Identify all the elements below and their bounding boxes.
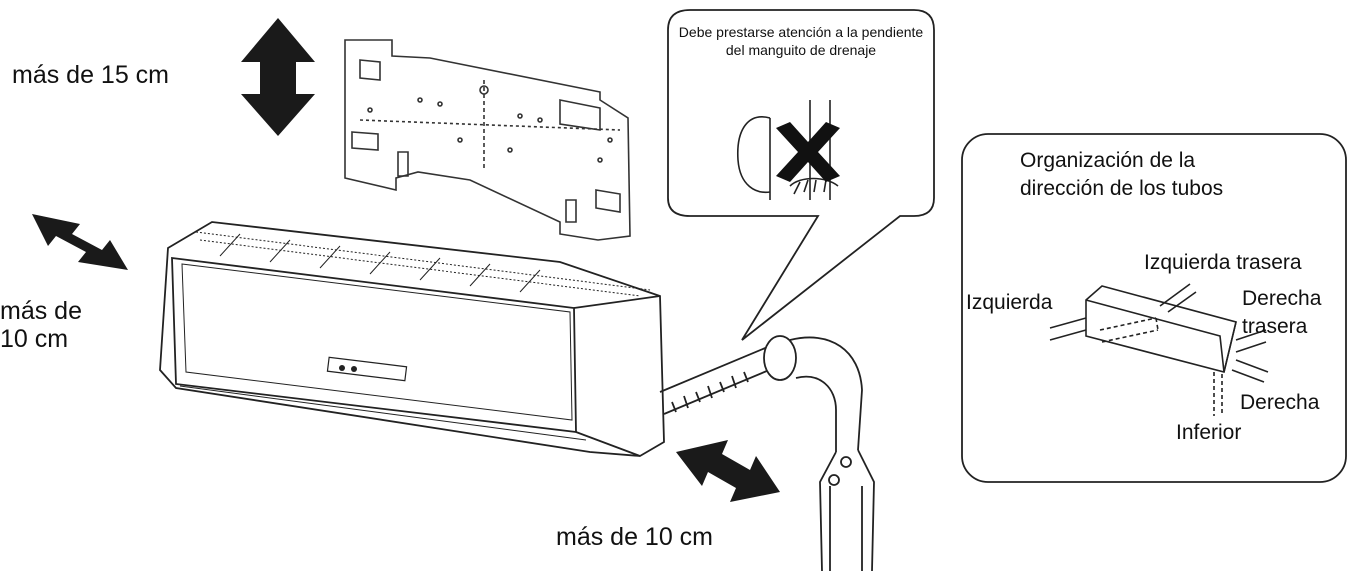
double-arrow-vertical-icon [241,18,315,136]
pipe-direction-panel [961,133,1347,483]
pipe-label-bottom: Inferior [1176,421,1242,444]
pipe-panel-title-line1: Organización de la [1020,149,1196,172]
double-arrow-left-icon [32,214,128,270]
pipe-direction-sketch [1049,283,1269,416]
pipe-panel-title-line2: dirección de los tubos [1020,177,1224,200]
clearance-bottom-label: más de 10 cm [556,523,714,551]
clearance-top-label: más de 15 cm [12,61,170,89]
mounting-plate [344,39,631,241]
x-mark-icon [776,122,840,182]
callout-bubble [667,9,935,341]
callout-sketch [737,100,839,200]
double-arrow-bottom-icon [676,440,780,502]
drain-hose [659,335,875,571]
pipe-label-right: Derecha [1240,391,1320,414]
pipe-label-left: Izquierda [966,291,1053,314]
pipe-label-right-rear-line1: Derecha [1242,287,1322,310]
clearance-left-label-line2: 10 cm [0,325,69,353]
pipe-label-left-rear: Izquierda trasera [1144,251,1302,274]
clearance-left-label-line1: más de [0,297,82,325]
pipe-label-right-rear-line2: trasera [1242,315,1308,338]
indoor-unit [159,221,665,457]
callout-text: Debe prestarse atención a la pendiente d… [678,24,924,58]
